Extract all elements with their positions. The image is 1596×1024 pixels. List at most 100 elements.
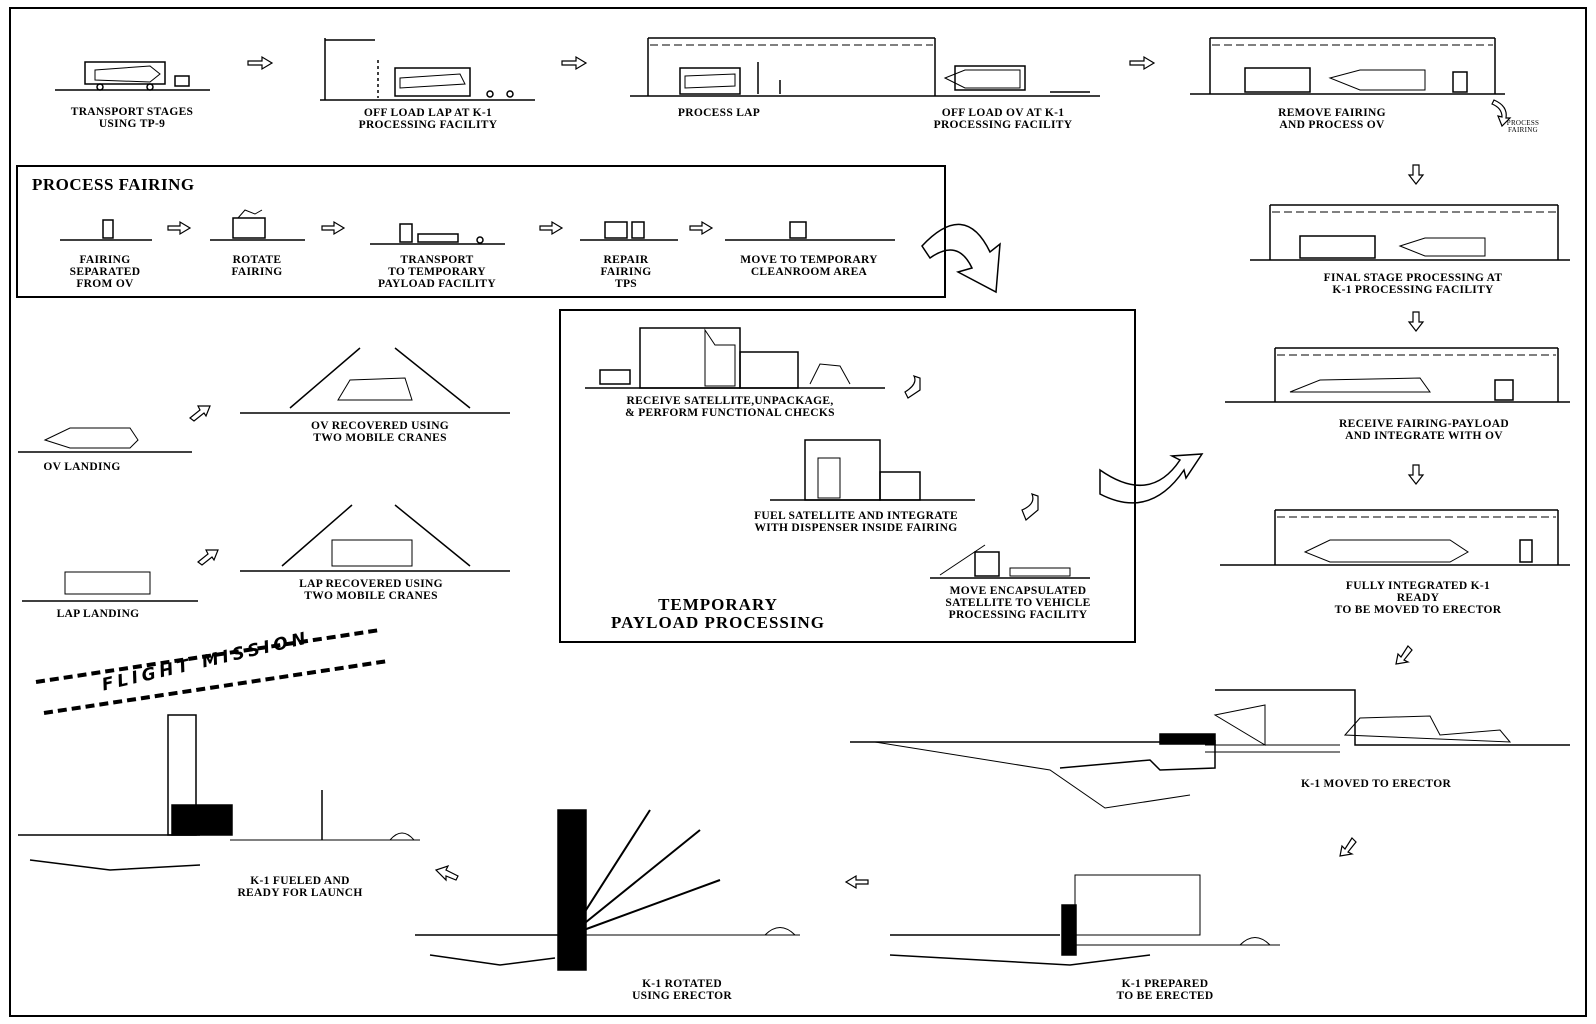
fueled-ready-illustration-part bbox=[172, 805, 232, 835]
fully-integrated-building-illustration-part bbox=[1520, 540, 1532, 562]
label-fuel-satellite: FUEL SATELLITE AND INTEGRATE WITH DISPEN… bbox=[754, 510, 958, 534]
offload-lap-illustration-part bbox=[395, 68, 470, 96]
label-receive-fairing: RECEIVE FAIRING-PAYLOAD AND INTEGRATE WI… bbox=[1339, 418, 1509, 442]
fairing-to-payload-arrow bbox=[922, 224, 1000, 292]
lap-recovered-illustration-part bbox=[282, 505, 470, 566]
ov-landing-illustration bbox=[18, 428, 192, 452]
lap-recovered-illustration-part bbox=[332, 540, 412, 566]
label-fully-integrated: FULLY INTEGRATED K-1 READY TO BE MOVED T… bbox=[1329, 580, 1507, 616]
process-fairing-step-illustrations bbox=[60, 210, 895, 244]
process-fairing-step-illustrations-part bbox=[233, 218, 265, 238]
payload-arrows bbox=[905, 376, 1038, 520]
transport-vehicle-illustration-part bbox=[147, 84, 153, 90]
rotated-using-erector-illustration-part bbox=[415, 935, 565, 965]
label-ov-recovered: OV RECOVERED USING TWO MOBILE CRANES bbox=[311, 420, 449, 444]
label-fueled-ready: K-1 FUELED AND READY FOR LAUNCH bbox=[237, 875, 362, 899]
receive-fairing-building-illustration-part bbox=[1290, 378, 1430, 392]
fueled-ready-illustration bbox=[18, 715, 420, 870]
label-process-lap: PROCESS LAP bbox=[678, 107, 760, 119]
receive-fairing-building-illustration bbox=[1225, 348, 1570, 402]
top-row-arrows-part bbox=[1130, 57, 1154, 69]
payload-step-illustrations-part bbox=[810, 364, 850, 384]
offload-lap-illustration-part bbox=[487, 91, 493, 97]
label-final-stage: FINAL STAGE PROCESSING AT K-1 PROCESSING… bbox=[1324, 272, 1503, 296]
moved-to-erector-illustration-part bbox=[1345, 716, 1510, 742]
bottom-arrows-part bbox=[436, 866, 458, 880]
payload-step-illustrations-part bbox=[940, 545, 985, 575]
process-fairing-arrows bbox=[168, 222, 712, 234]
label-lap-recovered: LAP RECOVERED USING TWO MOBILE CRANES bbox=[299, 578, 443, 602]
top-row-arrows-part bbox=[562, 57, 586, 69]
transport-vehicle-illustration-part bbox=[175, 76, 189, 86]
offload-lap-illustration bbox=[320, 38, 535, 100]
right-column-arrows-part bbox=[1409, 312, 1423, 331]
final-stage-building-illustration-part bbox=[1300, 236, 1375, 258]
payload-step-illustrations-part bbox=[818, 458, 840, 498]
bottom-arrows-part bbox=[846, 876, 868, 888]
label-transport-temporary: TRANSPORT TO TEMPORARY PAYLOAD FACILITY bbox=[378, 254, 496, 290]
prepared-to-be-erected-illustration-part bbox=[1062, 905, 1076, 955]
moved-to-erector-illustration-part bbox=[1215, 705, 1265, 745]
label-process-fairing-note: PROCESS FAIRING bbox=[1507, 120, 1539, 134]
payload-step-illustrations-part bbox=[705, 330, 735, 386]
top-row-arrows-part bbox=[248, 57, 272, 69]
recovery-arrows-part bbox=[190, 406, 210, 421]
label-offload-lap: OFF LOAD LAP AT K-1 PROCESSING FACILITY bbox=[359, 107, 498, 131]
ov-recovered-illustration bbox=[240, 348, 510, 413]
payload-arrows-part bbox=[1022, 494, 1038, 520]
rotated-using-erector-illustration-part bbox=[580, 928, 800, 936]
moved-to-erector-illustration bbox=[850, 690, 1570, 808]
ov-recovered-illustration-part bbox=[338, 378, 412, 400]
final-stage-building-illustration-part bbox=[1400, 238, 1485, 256]
recovery-arrows-part bbox=[198, 550, 218, 565]
label-prepared-to-be-erected: K-1 PREPARED TO BE ERECTED bbox=[1117, 978, 1214, 1002]
prepared-to-be-erected-illustration-part bbox=[1075, 875, 1200, 935]
payload-step-illustrations-part bbox=[600, 370, 630, 384]
transport-vehicle-illustration bbox=[55, 62, 210, 90]
rotated-using-erector-illustration-part bbox=[570, 810, 720, 935]
payload-step-illustrations-part bbox=[1010, 568, 1070, 576]
right-column-arrows-part bbox=[1409, 465, 1423, 484]
process-lap-building-illustration bbox=[630, 38, 1100, 96]
label-move-cleanroom: MOVE TO TEMPORARY CLEANROOM AREA bbox=[740, 254, 878, 278]
prepared-to-be-erected-illustration bbox=[890, 875, 1280, 965]
process-lap-building-illustration-part bbox=[685, 74, 735, 88]
label-rotated-using-erector: K-1 ROTATED USING ERECTOR bbox=[632, 978, 732, 1002]
payload-step-illustrations bbox=[585, 328, 1090, 578]
process-fairing-step-illustrations-part bbox=[400, 224, 412, 242]
process-fairing-arrows-part bbox=[322, 222, 344, 234]
label-receive-satellite: RECEIVE SATELLITE,UNPACKAGE, & PERFORM F… bbox=[625, 395, 835, 419]
receive-fairing-building-illustration-part bbox=[1495, 380, 1513, 400]
process-lap-building-illustration-part bbox=[945, 70, 1020, 88]
moved-to-erector-illustration-part bbox=[875, 742, 1190, 808]
payload-processing-title: TEMPORARY PAYLOAD PROCESSING bbox=[611, 596, 825, 632]
fully-integrated-building-illustration-part bbox=[1305, 540, 1468, 562]
final-stage-building-illustration bbox=[1250, 205, 1570, 260]
fully-integrated-building-illustration bbox=[1220, 510, 1570, 565]
flight-mission-banner bbox=[36, 630, 388, 713]
process-fairing-step-illustrations-part bbox=[790, 222, 806, 238]
right-column-arrows-part bbox=[1409, 165, 1423, 184]
payload-step-illustrations-part bbox=[805, 440, 880, 500]
moved-to-erector-illustration-part bbox=[1205, 745, 1340, 752]
label-offload-ov: OFF LOAD OV AT K-1 PROCESSING FACILITY bbox=[934, 107, 1073, 131]
lap-landing-illustration-part bbox=[65, 572, 150, 594]
payload-step-illustrations-part bbox=[975, 552, 999, 576]
fueled-ready-illustration-part bbox=[18, 835, 200, 870]
process-fairing-arrows-part bbox=[690, 222, 712, 234]
transport-vehicle-illustration-part bbox=[95, 66, 160, 82]
payload-arrows-part bbox=[905, 376, 920, 398]
label-fairing-separated: FAIRING SEPARATED FROM OV bbox=[70, 254, 141, 290]
process-fairing-title: PROCESS FAIRING bbox=[32, 175, 195, 195]
ov-recovered-illustration-part bbox=[290, 348, 470, 408]
recovery-arrows bbox=[190, 406, 218, 565]
lap-recovered-illustration bbox=[240, 505, 510, 571]
payload-to-vehicle-arrow bbox=[1100, 454, 1202, 503]
process-fairing-step-illustrations-part bbox=[605, 222, 627, 238]
process-fairing-step-illustrations-part bbox=[238, 210, 262, 218]
process-fairing-step-illustrations-part bbox=[418, 234, 458, 242]
offload-lap-illustration-part bbox=[325, 38, 375, 100]
ov-landing-illustration-part bbox=[45, 428, 138, 448]
process-fairing-step-illustrations-part bbox=[103, 220, 113, 238]
